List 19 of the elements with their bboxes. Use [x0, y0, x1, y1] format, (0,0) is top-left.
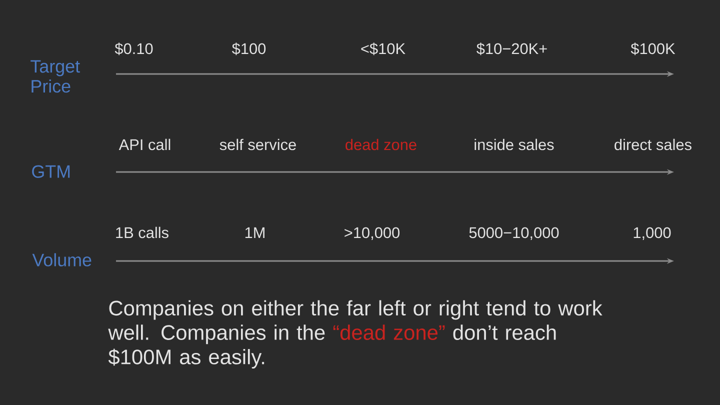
- value-label: 5000−10,000: [469, 227, 559, 240]
- value-label: direct sales: [614, 138, 692, 150]
- value-label: 1B calls: [116, 226, 168, 238]
- value-label: $0.10: [114, 42, 153, 56]
- value-label: $100: [232, 42, 266, 56]
- value-label: $10−20K+: [476, 42, 547, 56]
- row-heading: Volume: [32, 253, 92, 266]
- value-label: >10,000: [344, 227, 400, 240]
- value-label: 1M: [245, 227, 264, 238]
- value-label: self service: [220, 138, 296, 150]
- row-heading: GTM: [32, 165, 70, 178]
- row-heading: Target Price: [30, 60, 80, 93]
- value-label: <$10K: [361, 42, 406, 56]
- value-label: $100K: [630, 42, 676, 56]
- value-label: API call: [118, 138, 170, 150]
- value-label: 1,000: [634, 227, 671, 240]
- note-text: Companies on either the far left or right tend to work well. Companies in the “dead zone” don’t reach $100M as easily.: [108, 300, 602, 369]
- value-label: dead zone: [346, 138, 416, 150]
- value-label: inside sales: [474, 138, 554, 150]
